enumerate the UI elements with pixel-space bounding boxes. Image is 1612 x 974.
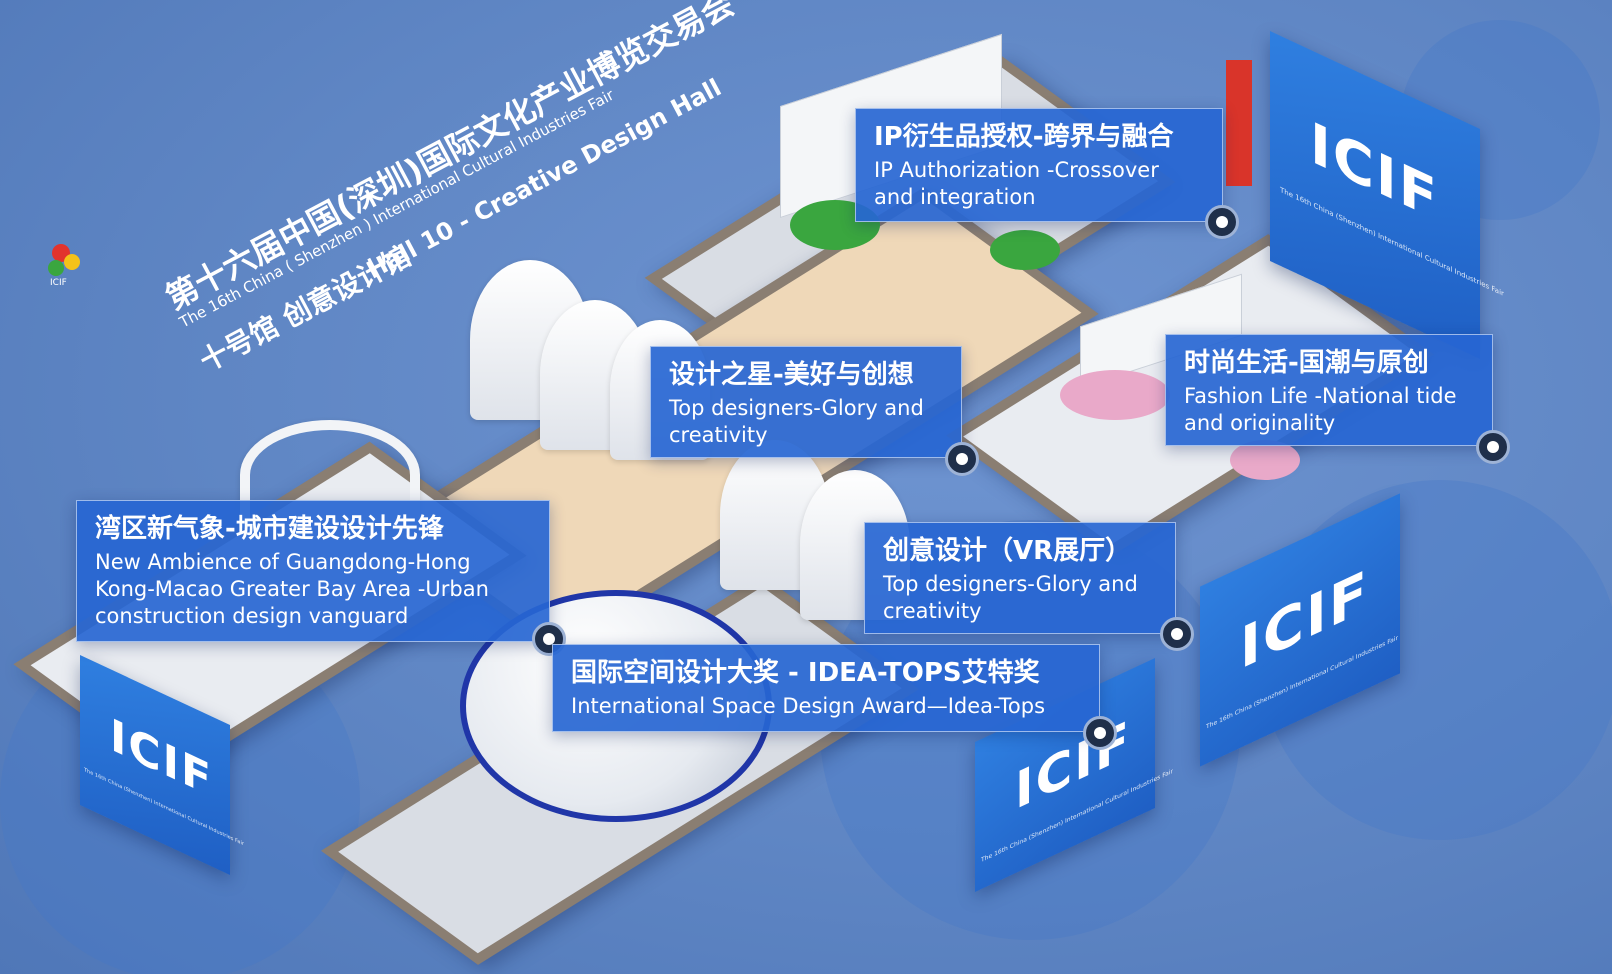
zone-title-cn: 时尚生活-国潮与原创: [1184, 348, 1429, 378]
logo-swirl-yellow: [64, 254, 80, 270]
zone-title-en: IP Authorization -Crossover and integrat…: [874, 158, 1159, 209]
zone-label-design-star[interactable]: 设计之星-美好与创想 Top designers-Glory and creat…: [650, 346, 962, 458]
red-vertical-banner: [1226, 60, 1252, 186]
zone-marker-design-star[interactable]: [945, 442, 979, 476]
zone-label-ip[interactable]: IP衍生品授权-跨界与融合 IP Authorization -Crossove…: [855, 108, 1223, 222]
zone-marker-idea-tops[interactable]: [1083, 716, 1117, 750]
zone-title-en: Top designers-Glory and creativity: [883, 572, 1138, 623]
icif-logo: ICIF: [44, 244, 90, 290]
zone-label-idea-tops[interactable]: 国际空间设计大奖 - IDEA-TOPS艾特奖 International Sp…: [552, 644, 1100, 732]
bay-area-arch: [240, 420, 420, 530]
zone-title-en: New Ambience of Guangdong-Hong Kong-Maca…: [95, 550, 489, 628]
zone-title-cn: 国际空间设计大奖 - IDEA-TOPS艾特奖: [571, 658, 1040, 688]
zone-title-en: Top designers-Glory and creativity: [669, 396, 924, 447]
zone-label-vr[interactable]: 创意设计（VR展厅） Top designers-Glory and creat…: [864, 522, 1176, 634]
sign-brand: ICIF: [110, 709, 214, 809]
zone-marker-vr[interactable]: [1160, 617, 1194, 651]
fashion-booth-pink-area: [1230, 440, 1300, 480]
zone-title-cn: 创意设计（VR展厅）: [883, 536, 1132, 566]
zone-title-cn: 设计之星-美好与创想: [669, 360, 914, 390]
zone-title-cn: 湾区新气象-城市建设设计先锋: [95, 514, 444, 544]
fashion-booth-pink-area: [1060, 370, 1170, 420]
zone-title-en: Fashion Life -National tide and original…: [1184, 384, 1457, 435]
zone-label-bay-area[interactable]: 湾区新气象-城市建设设计先锋 New Ambience of Guangdong…: [76, 500, 550, 642]
sign-brand: ICIF: [1240, 557, 1370, 683]
ip-booth-green-disc: [990, 230, 1060, 270]
zone-title-cn: IP衍生品授权-跨界与融合: [874, 122, 1174, 152]
logo-swirl-green: [48, 260, 64, 276]
zone-marker-bay-area[interactable]: [532, 622, 566, 656]
logo-text: ICIF: [50, 278, 67, 288]
zone-title-en: International Space Design Award—Idea-To…: [571, 694, 1046, 718]
zone-marker-ip[interactable]: [1205, 205, 1239, 239]
zone-label-fashion[interactable]: 时尚生活-国潮与原创 Fashion Life -National tide a…: [1165, 334, 1493, 446]
zone-marker-fashion[interactable]: [1476, 430, 1510, 464]
